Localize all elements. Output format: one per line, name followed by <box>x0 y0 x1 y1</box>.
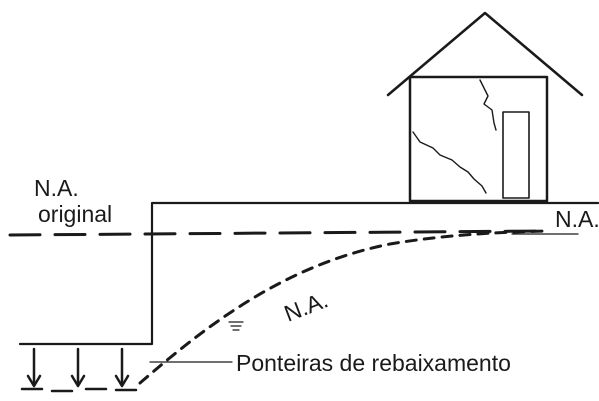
excavation-base-dashes <box>20 387 138 393</box>
lowered-water-table-curve <box>138 229 550 385</box>
label-na-original-line1: N.A. <box>34 175 79 201</box>
original-water-table <box>8 229 550 237</box>
ground-surface <box>18 201 599 346</box>
well-point-2-arrowhead <box>70 374 86 388</box>
wall-crack-lower <box>412 131 487 194</box>
house-roof <box>386 11 584 97</box>
label-na-right: N.A. <box>555 206 599 232</box>
well-point-3-arrowhead <box>114 374 130 388</box>
house-door <box>502 111 530 199</box>
label-na-original-line2: original <box>38 201 112 227</box>
house-wall <box>408 75 549 203</box>
well-point-1-arrowhead <box>26 374 42 388</box>
house <box>386 11 584 203</box>
label-na-curve: N.A. <box>280 286 331 326</box>
label-wellpoints: Ponteiras de rebaixamento <box>236 350 511 376</box>
wall-crack-upper <box>479 79 497 131</box>
well-points <box>26 347 130 388</box>
water-level-symbol <box>228 321 244 331</box>
